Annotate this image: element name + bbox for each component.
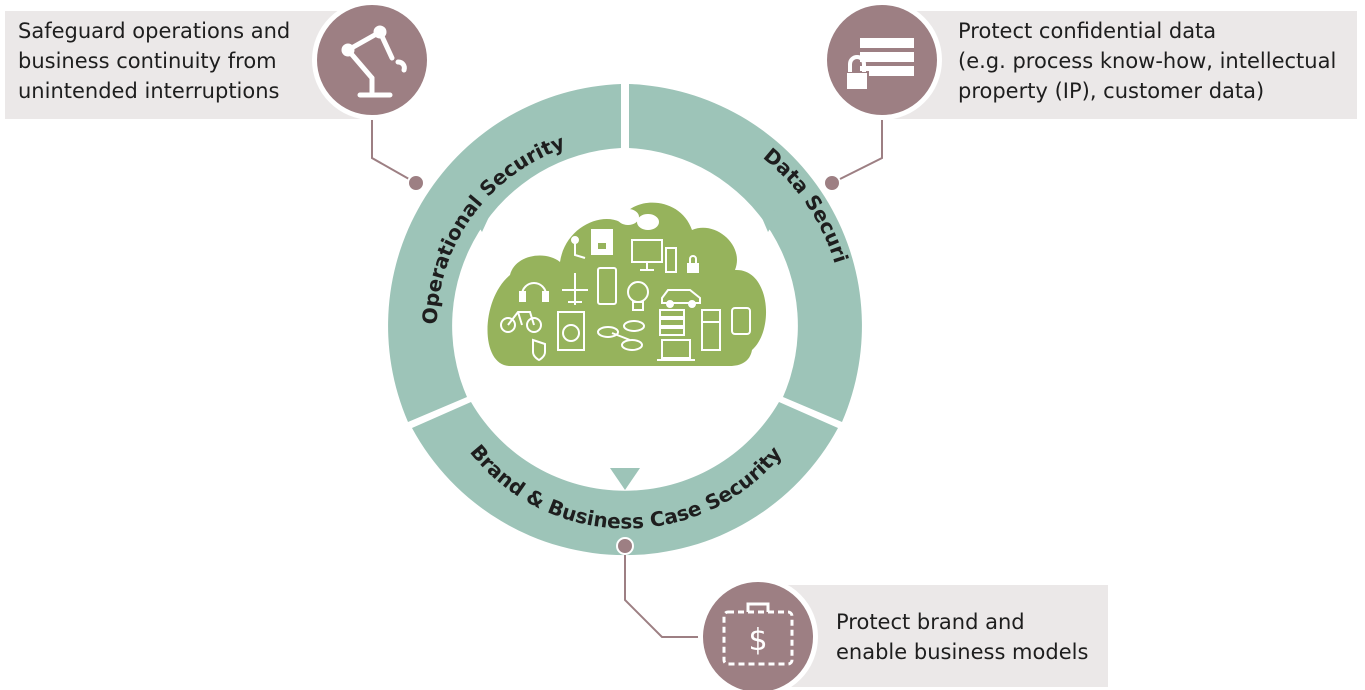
shield-icon [532, 338, 546, 362]
brand-callout-text: Protect brand and enable business models [836, 607, 1088, 667]
connector-dot-data [823, 174, 841, 192]
light-bulb-icon [627, 281, 649, 311]
car-icon [661, 289, 701, 308]
data-callout-box [890, 11, 1357, 119]
operational-callout-box [5, 11, 360, 119]
data-callout-line-1: Protect confidential data [958, 19, 1217, 43]
data-callout-line-2: (e.g. process know-how, intellectual [958, 49, 1337, 73]
connector-dot-brand [616, 537, 634, 555]
ring-segment-brand [412, 402, 838, 556]
operational-callout-line-1: Safeguard operations and [18, 19, 291, 43]
laptop-icon [657, 339, 695, 361]
smartphone-icon [597, 267, 617, 305]
cloud-icons [500, 209, 751, 362]
operational-callout-text: Safeguard operations and business contin… [18, 16, 290, 106]
ring-segment-data [629, 84, 862, 422]
monitor-icon [631, 239, 663, 271]
smartwatch-icon [731, 307, 751, 335]
connector-operational [371, 110, 417, 184]
coffee-machine-icon [591, 229, 613, 255]
pointer-operational [470, 206, 494, 232]
headset-icon [519, 282, 549, 302]
data-callout-line-3: property (IP), customer data) [958, 79, 1265, 103]
connectors [371, 110, 883, 638]
server-rack-icon [659, 309, 685, 336]
chat-bubbles-icon [617, 209, 659, 230]
pointer-brand [610, 468, 640, 490]
ring-segment-operational [388, 84, 621, 422]
brand-callout-box [760, 585, 1108, 687]
brand-callout-line-2: enable business models [836, 640, 1089, 664]
brand-callout-line-1: Protect brand and [836, 610, 1025, 634]
pointer-data [757, 206, 780, 232]
touch-hand-icon [571, 236, 586, 259]
operational-callout-line-2: business continuity from [18, 49, 277, 73]
connector-brand [624, 546, 708, 638]
drone-icon [597, 320, 645, 351]
desktop-tower-icon [665, 247, 677, 273]
briefcase-dollar-icon: $ [722, 602, 794, 666]
bicycle-icon [500, 311, 542, 333]
ring [388, 84, 862, 556]
refrigerator-icon [701, 309, 721, 351]
server-lock-icon [845, 38, 914, 91]
server-lock-icon-badge [822, 0, 942, 120]
briefcase-dollar-icon-badge: $ [698, 577, 818, 690]
robot-arm-icon [341, 25, 407, 98]
operational-callout-line-3: unintended interruptions [18, 79, 280, 103]
padlock-icon [687, 255, 699, 273]
data-callout-text: Protect confidential data (e.g. process … [958, 16, 1336, 106]
robot-arm-icon-badge [312, 0, 432, 120]
airplane-icon [562, 273, 588, 305]
svg-text:$: $ [748, 623, 767, 658]
washing-machine-icon [557, 311, 585, 351]
iot-cloud [487, 202, 767, 366]
connector-dot-operational [407, 174, 425, 192]
connector-data [831, 110, 883, 184]
